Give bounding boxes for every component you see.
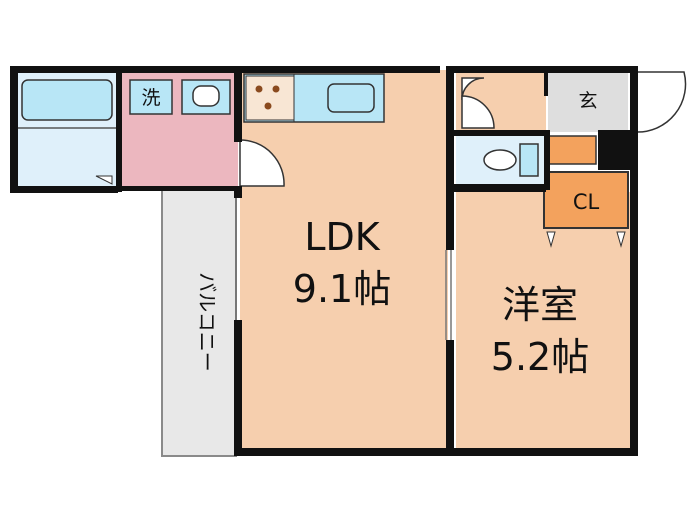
- western-room-size: 5.2帖: [491, 335, 589, 379]
- western-room-name: 洋室: [502, 283, 578, 327]
- closet-door-marker: [546, 231, 556, 248]
- closet: [543, 171, 629, 229]
- laundry-label: 洗: [141, 87, 160, 109]
- ldk-room: [240, 70, 448, 452]
- shoe-box: [547, 135, 597, 165]
- door-swing: [239, 139, 285, 187]
- entrance-label: 玄: [578, 90, 597, 112]
- walls: [10, 66, 638, 456]
- burner-icon: [264, 102, 272, 110]
- toilet-tank: [519, 143, 539, 177]
- western-room: [456, 192, 632, 452]
- kitchen-sink: [327, 83, 375, 113]
- washing-machine-area: [129, 79, 173, 115]
- burner-icon: [272, 85, 280, 93]
- sink-icon: [192, 85, 220, 107]
- ldk-size: 9.1帖: [293, 267, 391, 311]
- ldk-name: LDK: [304, 215, 380, 259]
- closet-label: CL: [573, 190, 600, 214]
- burner-icon: [255, 85, 263, 93]
- balcony-label: バルコニー: [195, 272, 219, 372]
- entrance-floor: [548, 72, 628, 132]
- balcony: [161, 189, 237, 457]
- closet-door-marker: [616, 231, 626, 248]
- drain-icon: [95, 175, 113, 185]
- door-swing: [461, 95, 495, 129]
- entrance-door-swing: [635, 71, 687, 133]
- stove: [245, 75, 295, 121]
- bathtub: [21, 79, 113, 121]
- toilet-icon: [483, 149, 517, 171]
